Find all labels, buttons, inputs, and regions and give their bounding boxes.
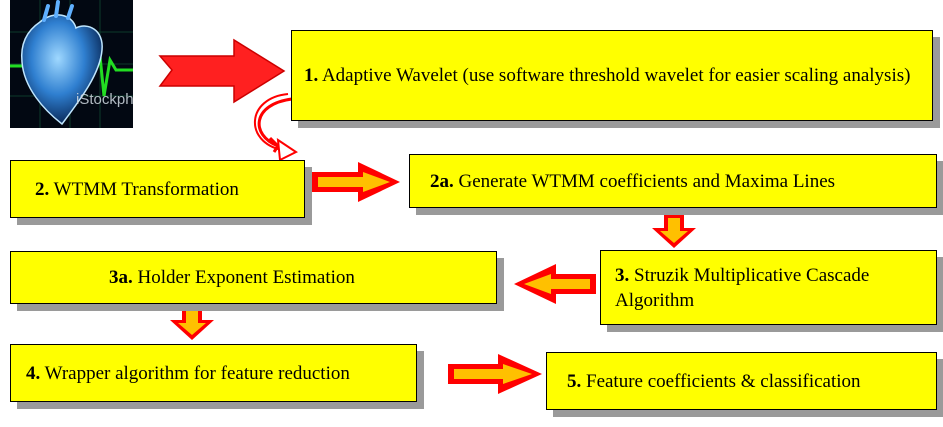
step-2-label: WTMM Transformation xyxy=(49,178,239,200)
step-4-label: Wrapper algorithm for feature reduction xyxy=(40,362,350,384)
step-3a-label: Holder Exponent Estimation xyxy=(132,267,355,288)
step-1-text: 1. Adaptive Wavelet (use software thresh… xyxy=(304,63,910,88)
step-2-box: 2. WTMM Transformation xyxy=(10,160,305,218)
step-3-box: 3. Struzik Multiplicative Cascade Algori… xyxy=(600,250,937,325)
step-3-label: Struzik Multiplicative Cascade Algorithm xyxy=(615,264,870,311)
step-3-text: 3. Struzik Multiplicative Cascade Algori… xyxy=(615,263,926,313)
step-3a-box: 3a. Holder Exponent Estimation xyxy=(10,251,497,304)
arrow-step2-to-step2a xyxy=(312,162,400,202)
heart-ecg-image: iStockph xyxy=(10,0,133,128)
step-1-label: Adaptive Wavelet (use software threshold… xyxy=(318,65,911,86)
arrow-step3-to-step3a xyxy=(514,264,596,304)
step-1-box: 1. Adaptive Wavelet (use software thresh… xyxy=(291,30,933,121)
step-1-number: 1. xyxy=(304,65,319,86)
image-watermark: iStockph xyxy=(76,91,133,108)
step-3a-text: 3a. Holder Exponent Estimation xyxy=(109,265,355,290)
step-2a-number: 2a. xyxy=(430,170,454,192)
step-4-text: 4. Wrapper algorithm for feature reducti… xyxy=(26,361,350,386)
step-2a-text: 2a. Generate WTMM coefficients and Maxim… xyxy=(430,169,835,194)
arrow-step4-to-step5 xyxy=(448,354,542,394)
heart-shape xyxy=(20,14,103,126)
step-2-text: 2. WTMM Transformation xyxy=(35,177,239,202)
step-4-number: 4. xyxy=(26,362,41,384)
arrow-step3a-to-step4 xyxy=(170,306,214,340)
step-3-number: 3. xyxy=(615,264,630,286)
step-2-number: 2. xyxy=(35,178,50,200)
arrow-step1-to-step2 xyxy=(257,97,293,153)
step-5-label: Feature coefficients & classification xyxy=(581,370,861,392)
step-2a-label: Generate WTMM coefficients and Maxima Li… xyxy=(453,170,836,192)
step-5-box: 5. Feature coefficients & classification xyxy=(546,352,937,410)
step-5-number: 5. xyxy=(567,370,582,392)
arrow-step2a-to-step3 xyxy=(652,214,696,248)
step-2a-box: 2a. Generate WTMM coefficients and Maxim… xyxy=(409,154,937,208)
arrow-image-to-step1 xyxy=(158,38,286,104)
step-3a-number: 3a. xyxy=(109,267,133,288)
step-5-text: 5. Feature coefficients & classification xyxy=(567,369,861,394)
step-4-box: 4. Wrapper algorithm for feature reducti… xyxy=(10,344,417,402)
